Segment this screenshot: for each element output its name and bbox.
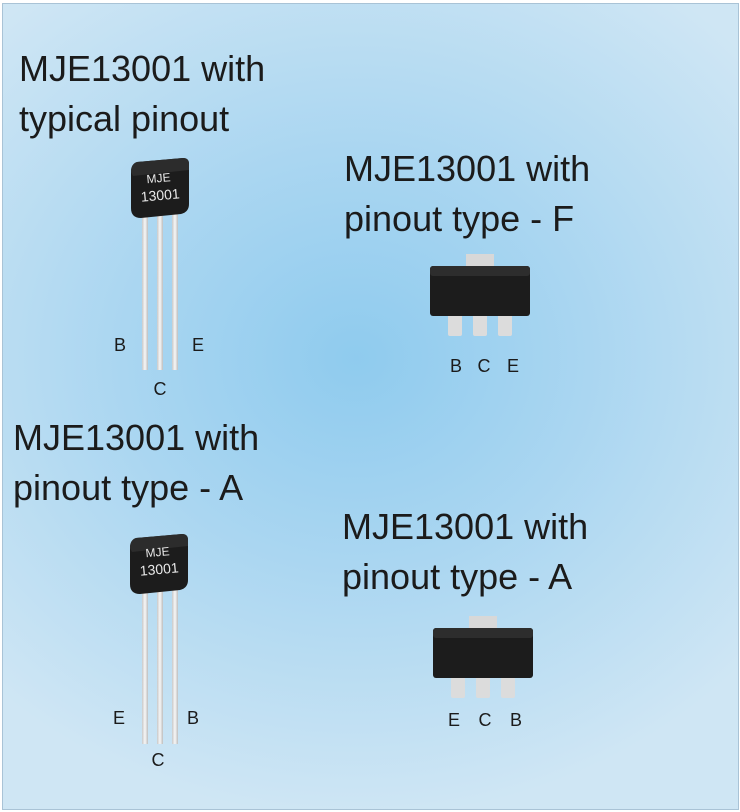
pin-label-right: B	[186, 708, 199, 728]
lead-right	[172, 586, 178, 744]
pin-label-middle: C	[153, 379, 167, 399]
pin-label-right: E	[191, 335, 204, 355]
lead-left	[451, 672, 465, 698]
lead-left	[142, 586, 148, 744]
pin-label-left: E	[112, 708, 125, 728]
lead-left	[448, 310, 462, 336]
lead-left	[142, 210, 148, 370]
lead-middle	[476, 672, 490, 698]
package-body	[430, 266, 530, 316]
marking-line-1: MJE	[146, 170, 171, 186]
pin-label-left: E	[447, 710, 460, 730]
title-line-2: pinout type - A	[342, 556, 573, 597]
lead-right	[501, 672, 515, 698]
pin-label-middle: C	[478, 710, 492, 730]
lead-right	[172, 210, 178, 370]
title-line-1: MJE13001 with	[19, 48, 266, 89]
to92-package: MJE 13001	[131, 158, 189, 370]
section-title: MJE13001 with typical pinout	[19, 44, 265, 144]
section-title: MJE13001 with pinout type - F	[344, 144, 590, 244]
title-line-2: typical pinout	[19, 98, 230, 139]
pin-label-left: B	[113, 335, 126, 355]
title-line-2: pinout type - A	[13, 467, 244, 508]
package-body	[433, 628, 533, 678]
title-line-2: pinout type - F	[344, 198, 575, 239]
diagram-canvas: MJE13001 with typical pinout MJE 13001 B…	[2, 3, 739, 810]
lead-middle	[473, 310, 487, 336]
pin-label-middle: C	[151, 750, 165, 770]
pin-label-right: B	[509, 710, 522, 730]
marking-line-2: 13001	[140, 185, 180, 204]
title-line-1: MJE13001 with	[342, 506, 589, 547]
lead-middle	[157, 586, 163, 744]
marking-line-1: MJE	[145, 544, 170, 560]
to92-package: MJE 13001	[130, 534, 188, 744]
section-title: MJE13001 with pinout type - A	[342, 502, 588, 602]
lead-right	[498, 310, 512, 336]
pin-label-left: B	[449, 356, 462, 376]
pin-label-middle: C	[477, 356, 491, 376]
title-line-1: MJE13001 with	[344, 148, 591, 189]
sot89-package	[430, 254, 530, 336]
marking-line-2: 13001	[139, 559, 179, 578]
sot89-package	[433, 616, 533, 698]
section-title: MJE13001 with pinout type - A	[13, 413, 259, 513]
title-line-1: MJE13001 with	[13, 417, 260, 458]
lead-middle	[157, 210, 163, 370]
pin-label-right: E	[506, 356, 519, 376]
